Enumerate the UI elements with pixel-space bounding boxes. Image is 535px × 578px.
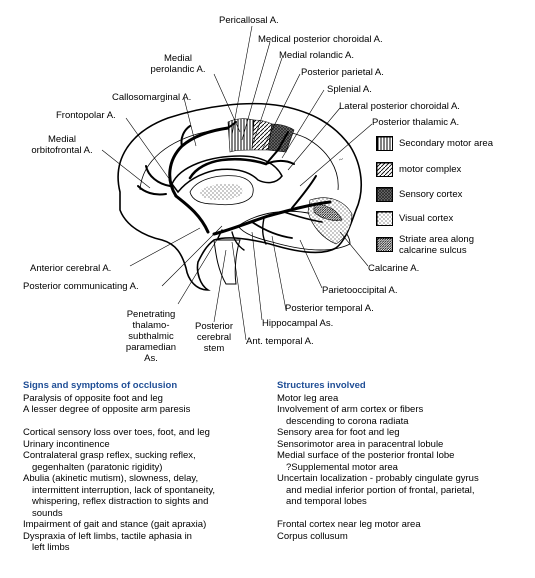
- table-line: and medial inferior portion of frontal, …: [286, 484, 475, 496]
- table-line: Urinary incontinence: [23, 438, 110, 450]
- table-line: Impairment of gait and stance (gait apra…: [23, 519, 207, 530]
- label-medical-posterior-choroidal: Medical posterior choroidal A.: [258, 34, 383, 45]
- table-line: left limbs: [32, 542, 70, 553]
- label-posterior-temporal: Posterior temporal A.: [285, 303, 374, 314]
- thalamus-stipple: [200, 183, 243, 200]
- signs-symptoms-header: Signs and symptoms of occlusion: [23, 380, 178, 391]
- legend-swatch-diagonal-lines: [376, 162, 393, 177]
- label-posterior-communicating: Posterior communicating A.: [23, 281, 139, 292]
- table-line: gegenhalten (paratonic rigidity): [32, 461, 163, 473]
- secondary-motor-area: [227, 118, 255, 153]
- illustrator-mark: ~: [338, 155, 344, 164]
- legend-swatch-dots: [376, 211, 393, 226]
- structures-involved-header: Structures involved: [277, 380, 366, 391]
- brainstem: [213, 239, 241, 285]
- table-line: Medial surface of the posterior frontal …: [277, 450, 455, 461]
- thalamus: [189, 175, 254, 206]
- legend-swatch-vertical-lines: [376, 136, 393, 151]
- table-line: Uncertain localization - probably cingul…: [277, 473, 479, 484]
- label-ant-temporal: Ant. temporal A.: [246, 336, 314, 347]
- table-line: descending to corona radiata: [286, 415, 409, 427]
- table-line: Motor leg area: [277, 392, 339, 404]
- striate-area: [313, 203, 343, 221]
- table-line: Contralateral grasp reflex, sucking refl…: [23, 450, 196, 461]
- table-line: [23, 416, 273, 428]
- label-splenial: Splenial A.: [327, 84, 372, 95]
- corpus-callosum: [171, 155, 283, 194]
- table-line: ?Supplemental motor area: [286, 461, 398, 473]
- medial-brain-illustration: ~: [101, 25, 373, 341]
- leader-lines: [101, 25, 373, 341]
- table-line: intermittent interruption, lack of spont…: [32, 484, 216, 496]
- label-medial-rolandic: Medial rolandic A.: [279, 50, 354, 61]
- sensory-cortex-area: [267, 123, 295, 153]
- table-line: Paralysis of opposite foot and leg: [23, 392, 163, 404]
- table-line: sounds: [32, 507, 63, 519]
- label-posterior-thalamic: Posterior thalamic A.: [372, 117, 460, 128]
- table-line: Involvement of arm cortex or fibers: [277, 404, 424, 415]
- table-line: Sensorimotor area in paracentral lobule: [277, 438, 444, 450]
- table-line: Sensory area for foot and leg: [277, 427, 400, 438]
- table-line: Abulia (akinetic mutism), slowness, dela…: [23, 473, 199, 484]
- table-line: [277, 508, 532, 520]
- label-calcarine: Calcarine A.: [368, 263, 420, 274]
- table-line: A lesser degree of opposite arm paresis: [23, 404, 191, 415]
- label-lateral-posterior-choroidal: Lateral posterior choroidal A.: [339, 101, 460, 112]
- legend-swatch-dense-diagonal: [376, 237, 393, 252]
- label-posterior-parietal: Posterior parietal A.: [301, 67, 384, 78]
- label-callosomarginal: Callosomarginal A.: [112, 92, 192, 103]
- table-line: whispering, reflex distraction to sights…: [32, 496, 209, 507]
- table-line: and temporal lobes: [286, 496, 367, 507]
- label-frontopolar: Frontopolar A.: [56, 110, 116, 121]
- artery-tree: [137, 121, 332, 251]
- table-line: Dyspraxia of left limbs, tactile aphasia…: [23, 530, 192, 542]
- label-hippocampal: Hippocampal As.: [262, 318, 334, 329]
- table-line: Cortical sensory loss over toes, foot, a…: [23, 427, 210, 438]
- legend-swatch-dark-crosshatch: [376, 187, 393, 202]
- table-line: Frontal cortex near leg motor area: [277, 519, 421, 530]
- label-parietooccipital: Parietooccipital A.: [322, 285, 398, 296]
- label-pericallosal: Pericallosal A.: [219, 15, 279, 26]
- table-line: Corpus collusum: [277, 530, 348, 542]
- label-anterior-cerebral: Anterior cerebral A.: [30, 263, 112, 274]
- signs-symptoms-column: Signs and symptoms of occlusion Paralysi…: [23, 380, 273, 554]
